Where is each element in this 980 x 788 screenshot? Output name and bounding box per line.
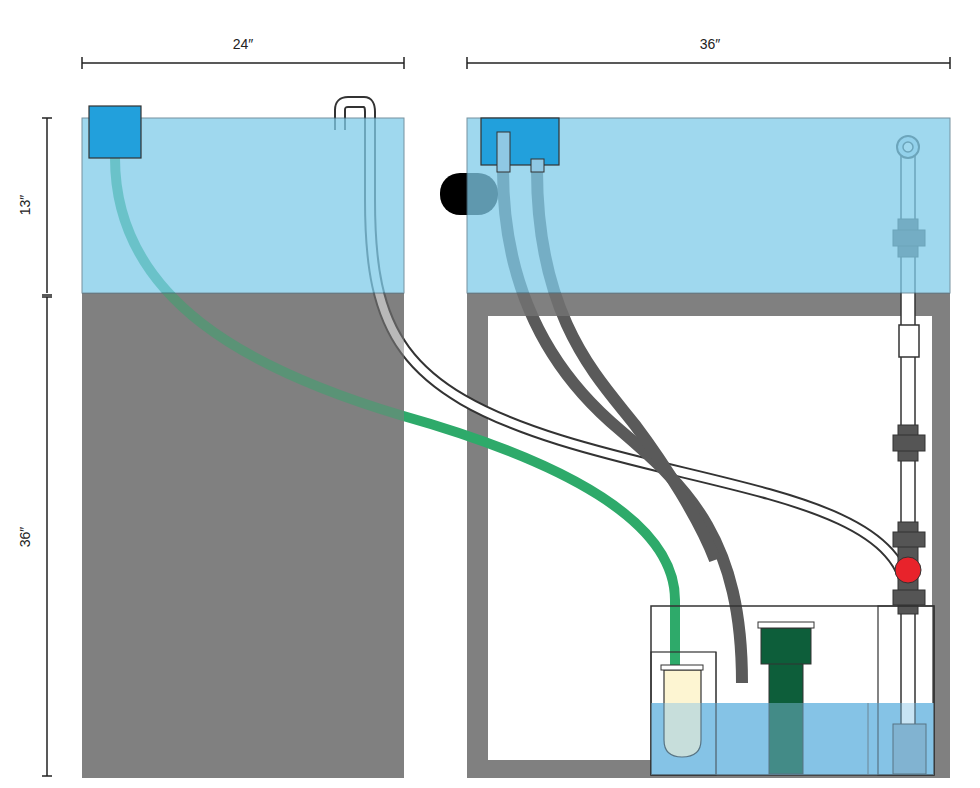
- left-stand: [82, 293, 404, 778]
- pump: [89, 106, 141, 158]
- sump: [651, 606, 934, 775]
- dimension-label: 36″: [17, 525, 33, 550]
- dimension-label: 13″: [17, 193, 33, 218]
- cabinet-top-overlay: [467, 293, 950, 316]
- dimension-label: 36″: [698, 36, 723, 52]
- left-stand-overlay: [82, 293, 404, 778]
- second-tank-water: [467, 118, 950, 293]
- sump-water: [651, 703, 934, 775]
- overflow-weir: [481, 118, 559, 165]
- dimension-label: 24″: [231, 36, 256, 52]
- sump-water-overlay: [651, 703, 934, 775]
